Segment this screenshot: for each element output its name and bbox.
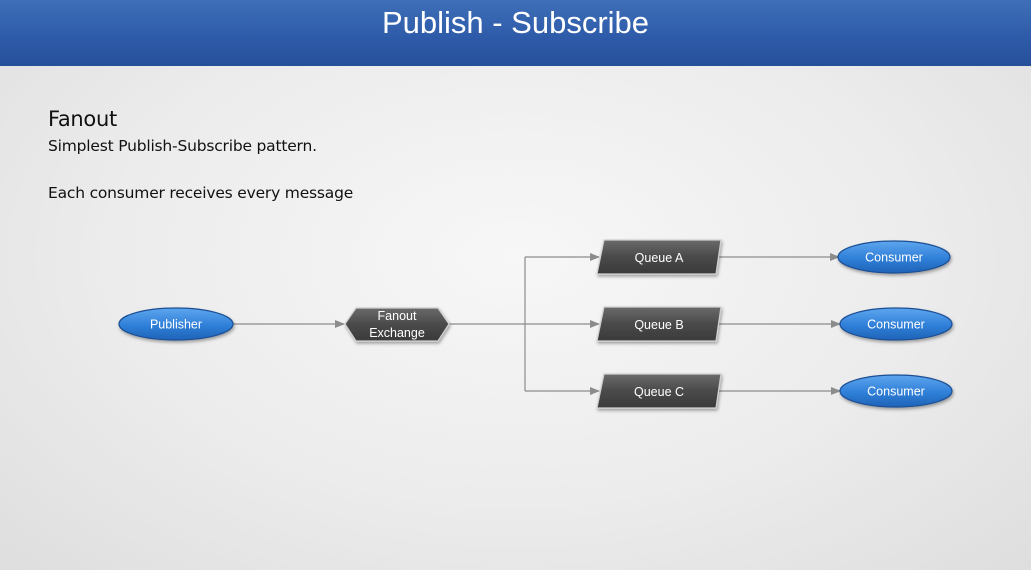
queue-a-node [596, 239, 722, 275]
connectors [233, 253, 841, 395]
queue-c-label: Queue C [634, 385, 684, 399]
description-line-1: Simplest Publish-Subscribe pattern. [48, 137, 317, 155]
queue-a-label: Queue A [635, 251, 684, 265]
exchange-label-line-1: Fanout [378, 309, 417, 323]
consumer-c-node [839, 374, 953, 408]
header-bar: Publish - Subscribe [0, 0, 1031, 66]
consumer-a-node [837, 240, 951, 274]
consumer-c-label: Consumer [867, 385, 925, 399]
description-line-2: Each consumer receives every message [48, 184, 354, 202]
queue-b-label: Queue B [634, 318, 683, 332]
consumer-b-label: Consumer [867, 318, 925, 332]
exchange-label-line-2: Exchange [369, 326, 425, 340]
consumer-a-label: Consumer [865, 251, 923, 265]
section-heading: Fanout [48, 107, 117, 131]
queue-b-node [596, 306, 722, 342]
slide-title: Publish - Subscribe [381, 5, 650, 40]
consumer-b-node [839, 307, 953, 341]
publisher-node [118, 307, 234, 341]
queue-c-node [596, 373, 722, 409]
publisher-label: Publisher [150, 318, 202, 332]
fanout-exchange-node [344, 307, 450, 342]
